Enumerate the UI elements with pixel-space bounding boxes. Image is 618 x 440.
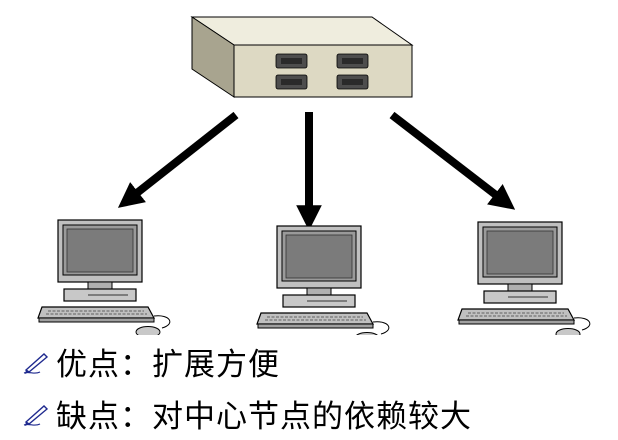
pen-icon (23, 405, 49, 426)
star-topology-diagram (37, 16, 591, 335)
advantage-text: 优点：扩展方便 (56, 346, 280, 383)
bullet-disadvantage: 缺点：对中心节点的依赖较大 (22, 387, 612, 439)
hub-port (336, 74, 369, 90)
disadvantage-text: 缺点：对中心节点的依赖较大 (56, 398, 472, 435)
arrow-to-left-computer (117, 111, 239, 208)
hub-port (275, 74, 308, 90)
computer-right (457, 221, 591, 335)
hub-device (190, 16, 414, 98)
bullet-list: 优点：扩展方便 缺点：对中心节点的依赖较大 (22, 335, 612, 439)
pen-icon (23, 353, 49, 374)
computer-center (256, 225, 390, 335)
arrow-to-right-computer (389, 111, 516, 210)
bullet-advantage: 优点：扩展方便 (22, 335, 612, 387)
hub-port (336, 53, 369, 69)
hub-port (275, 53, 308, 69)
computer-left (37, 219, 171, 335)
